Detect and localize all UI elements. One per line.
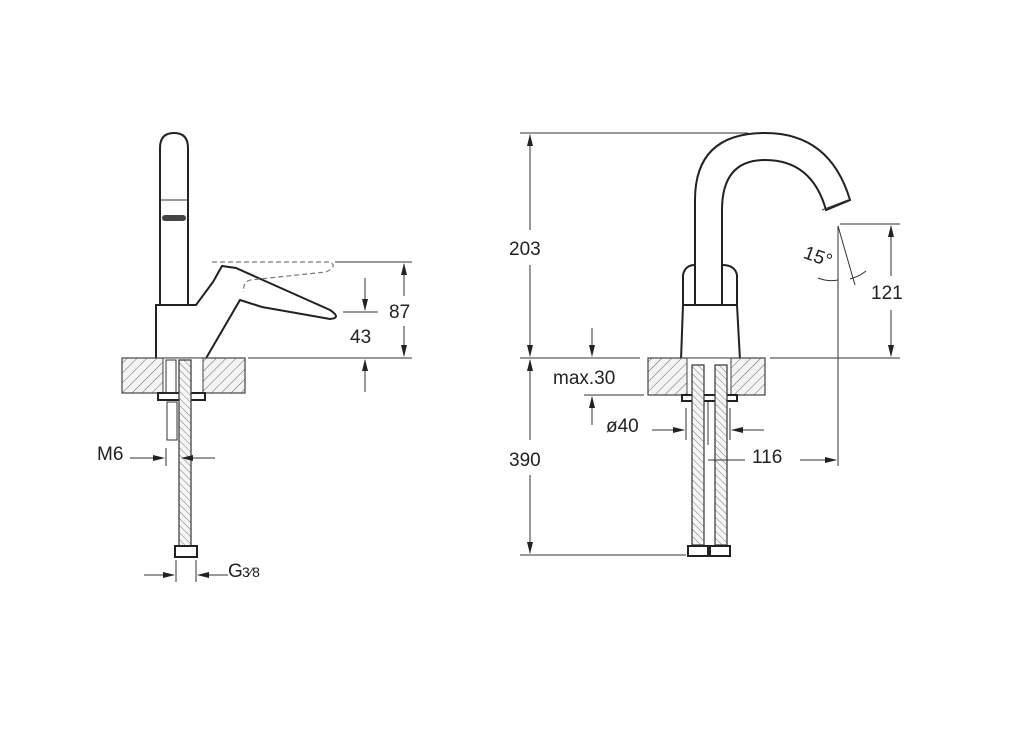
dimension-g38: G 3⁄8 [144, 560, 260, 582]
faucet-side [155, 131, 337, 361]
side-view: 87 43 M6 G 3⁄8 [97, 131, 412, 582]
dim-15-label: 15° [801, 243, 835, 273]
dimension-116: 116 [708, 226, 839, 468]
dim-203-label: 203 [509, 239, 541, 260]
dim-43-label: 43 [350, 327, 371, 348]
stud-m6 [166, 401, 178, 441]
dim-g-label: G [228, 561, 243, 582]
hose-front-right [714, 364, 728, 546]
front-view: 203 390 121 15° 116 max.30 [509, 131, 903, 557]
dim-121-label: 121 [871, 283, 903, 304]
dim-116-label: 116 [752, 447, 782, 468]
dimension-87: 87 [248, 261, 412, 359]
dimension-43: 43 [343, 278, 378, 392]
dim-m6-label: M6 [97, 444, 123, 465]
faucet-front [679, 131, 852, 361]
dim-40-label: ø40 [606, 416, 639, 437]
dim-max30-label: max.30 [553, 368, 615, 389]
dim-87-label: 87 [389, 302, 410, 323]
dimension-203-390: 203 390 [509, 132, 900, 556]
dimension-diameter-40: ø40 [606, 408, 764, 440]
dimension-15-degree: 15° [801, 225, 867, 286]
dimension-max30: max.30 [553, 328, 644, 425]
hose-side [178, 359, 192, 547]
hose-front-left [691, 364, 705, 546]
dim-g-fraction: 3⁄8 [242, 564, 260, 580]
dimension-121: 121 [840, 223, 903, 357]
dimension-m6: M6 [97, 444, 215, 466]
dim-390-label: 390 [509, 450, 541, 471]
hose-nut [174, 545, 198, 558]
